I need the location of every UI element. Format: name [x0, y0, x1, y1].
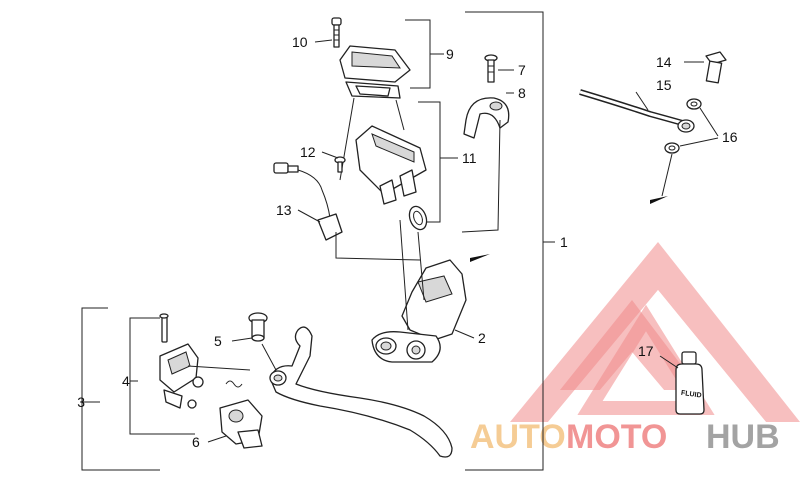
watermark-text-auto: AUTO [470, 418, 566, 456]
brake-hose-15 [579, 89, 695, 133]
callout-1: 1 [560, 234, 568, 250]
reservoir-body [339, 97, 427, 205]
callout-11: 11 [462, 150, 477, 166]
brake-lever [269, 326, 453, 458]
watermark-text-moto: MOTO [566, 418, 667, 456]
bracket-11: 11 [418, 101, 477, 223]
callout-17: 17 [638, 343, 654, 359]
bracket-1: 1 [465, 11, 568, 471]
callout-12: 12 [300, 144, 316, 160]
callout-6: 6 [192, 434, 200, 450]
callout-5: 5 [214, 333, 222, 349]
watermark-text-hub: HUB [706, 418, 780, 456]
callout-2: 2 [478, 330, 486, 346]
bottle-label: FLUID [681, 390, 702, 400]
reservoir-cap [339, 45, 411, 99]
clamp-8 [463, 97, 510, 139]
o-ring [408, 205, 428, 231]
screw-10 [331, 17, 342, 48]
callout-16: 16 [722, 129, 738, 145]
screw-12 [334, 156, 346, 173]
callout-4: 4 [122, 373, 130, 389]
master-cylinder [371, 219, 467, 363]
pivot-bolt-5 [248, 312, 268, 342]
brake-fluid-bottle-17: FLUID [675, 351, 705, 415]
bracket-3: 3 [77, 307, 160, 471]
callout-7: 7 [518, 62, 526, 78]
callout-14: 14 [656, 54, 672, 70]
callout-13: 13 [276, 202, 292, 218]
callout-9: 9 [446, 46, 454, 62]
screw-7 [484, 54, 498, 83]
washers-16 [664, 98, 702, 154]
banjo-bolt-14 [705, 51, 727, 84]
callout-3: 3 [77, 394, 85, 410]
callout-10: 10 [292, 34, 308, 50]
park-brake-bracket [159, 313, 243, 409]
bracket-4: 4 [122, 317, 195, 435]
callout-8: 8 [518, 85, 526, 101]
callout-15: 15 [656, 77, 672, 93]
bracket-9: 9 [405, 19, 454, 89]
watermark-logo: AUTO MOTO HUB [470, 242, 800, 456]
lock-bracket-6 [219, 399, 263, 449]
